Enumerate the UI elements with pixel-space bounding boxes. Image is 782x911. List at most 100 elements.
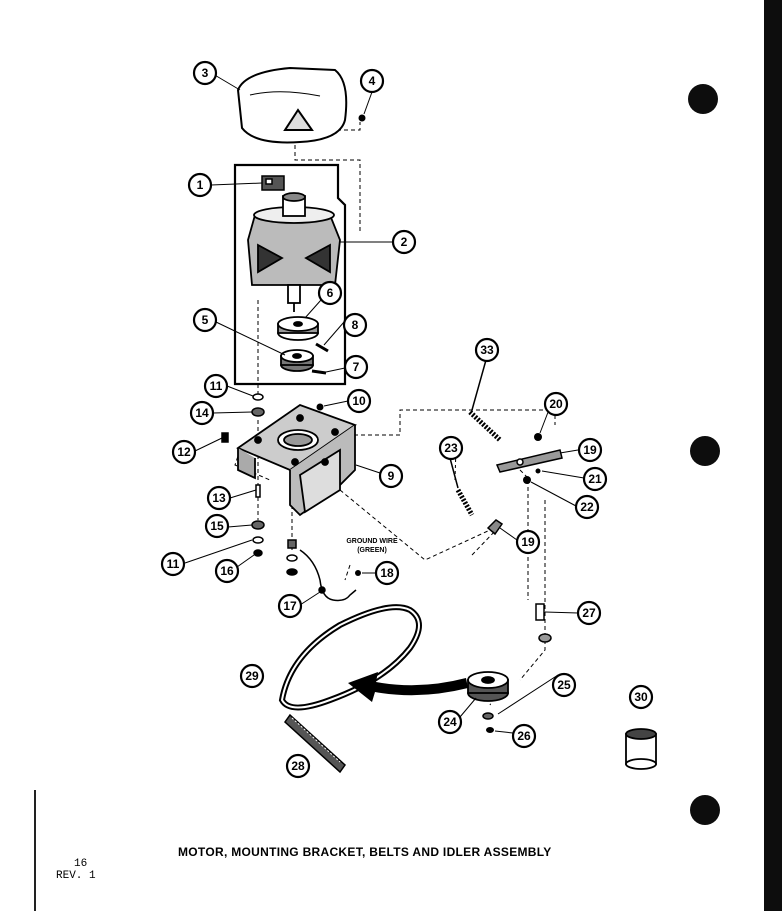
- setscrew-part-8: [315, 342, 329, 353]
- callout-16: 16: [214, 558, 240, 584]
- ground-wire-label-line2: (GREEN): [357, 547, 387, 554]
- binder-hole-bottom: [690, 795, 720, 825]
- svg-text:12: 12: [177, 445, 191, 459]
- binder-hole-top: [688, 84, 718, 114]
- callout-21: 20: [543, 391, 569, 417]
- bracket-grommets: [286, 539, 298, 576]
- callout-27: 26: [511, 723, 537, 749]
- callout-18: 18: [374, 560, 400, 586]
- key-part-7: [311, 369, 327, 375]
- grommet-hardware: [221, 393, 265, 557]
- svg-text:33: 33: [480, 343, 494, 357]
- svg-text:22: 22: [580, 500, 594, 514]
- scan-edge-right: [764, 0, 782, 911]
- callout-4: 4: [359, 68, 385, 94]
- callout-29: 28: [285, 753, 311, 779]
- callout-28: 27: [576, 600, 602, 626]
- mounting-bracket-part-9: [236, 403, 357, 517]
- callout-6: 6: [317, 280, 343, 306]
- svg-text:20: 20: [549, 397, 563, 411]
- callout-12: 12: [171, 439, 197, 465]
- callout-5: 5: [192, 307, 218, 333]
- svg-text:16: 16: [220, 564, 234, 578]
- washer-part-26b: [482, 712, 494, 720]
- nut-part-27: [486, 727, 494, 733]
- idler-spring-part-33: [468, 359, 502, 442]
- svg-text:21: 21: [588, 472, 602, 486]
- screw-part-4: [358, 114, 366, 122]
- callout-11-bottom: 11: [160, 551, 186, 577]
- callout-10: 10: [346, 388, 372, 414]
- svg-text:30: 30: [634, 690, 648, 704]
- direction-arrow: [348, 672, 468, 702]
- svg-text:11: 11: [167, 557, 180, 571]
- svg-text:24: 24: [443, 715, 457, 729]
- callout-2: 2: [391, 229, 417, 255]
- motor-cover: [236, 66, 348, 144]
- callout-22: 21: [582, 466, 608, 492]
- washer-part-26: [538, 633, 552, 643]
- callout-32: 30: [628, 684, 654, 710]
- page-number-block: 16 REV. 1: [56, 858, 96, 882]
- svg-text:7: 7: [353, 360, 360, 374]
- pulley-part-5: [280, 349, 314, 372]
- motor-part-2: [247, 192, 341, 312]
- motor-switch-part-1: [261, 175, 285, 191]
- svg-text:25: 25: [557, 678, 571, 692]
- ground-wire: [299, 549, 357, 602]
- svg-text:26: 26: [517, 729, 531, 743]
- callout-20: 19: [577, 437, 603, 463]
- callout-15: 15: [204, 513, 230, 539]
- screw-part-18: [355, 570, 361, 576]
- diagram-caption: MOTOR, MOUNTING BRACKET, BELTS AND IDLER…: [178, 845, 552, 859]
- svg-text:15: 15: [210, 519, 224, 533]
- callout-8: 8: [342, 312, 368, 338]
- drive-belt-part-30: [278, 604, 422, 711]
- svg-text:1: 1: [197, 178, 204, 192]
- svg-text:9: 9: [388, 469, 395, 483]
- bolt-part-23: [523, 476, 531, 484]
- svg-text:5: 5: [202, 313, 209, 327]
- svg-text:10: 10: [352, 394, 366, 408]
- svg-text:28: 28: [291, 759, 305, 773]
- idler-arm-part-20: [495, 449, 563, 473]
- svg-text:2: 2: [401, 235, 408, 249]
- callout-leaders: [184, 73, 585, 734]
- callout-23: 22: [574, 494, 600, 520]
- svg-text:8: 8: [352, 318, 359, 332]
- container-part-32: [625, 728, 657, 770]
- svg-text:4: 4: [369, 74, 376, 88]
- svg-text:11: 11: [210, 379, 223, 393]
- pulley-part-6: [277, 316, 319, 341]
- svg-text:3: 3: [202, 66, 209, 80]
- svg-text:27: 27: [582, 606, 596, 620]
- svg-text:23: 23: [444, 441, 458, 455]
- clip-part-19: [486, 519, 504, 536]
- nut-part-21: [534, 433, 542, 441]
- scan-edge-left: [34, 790, 36, 911]
- page-number: 16: [74, 858, 88, 870]
- callout-7: 7: [343, 354, 369, 380]
- svg-text:19: 19: [521, 535, 535, 549]
- callout-19: 1919: [515, 529, 541, 555]
- callout-25: 24: [437, 709, 463, 735]
- ground-wire-label-line1: GROUND WIRE: [346, 538, 398, 545]
- callout-30: 29: [239, 663, 265, 689]
- callout-26: 25: [551, 672, 577, 698]
- nut-part-10: [316, 403, 324, 411]
- idler-spring-part-24: [449, 457, 475, 517]
- callout-11-top: 11: [203, 373, 229, 399]
- motor-enclosure-frame: [233, 163, 347, 386]
- svg-text:13: 13: [212, 491, 226, 505]
- callout-13: 13: [206, 485, 232, 511]
- svg-text:6: 6: [327, 286, 334, 300]
- svg-text:19: 19: [583, 443, 597, 457]
- callout-14: 14: [189, 400, 215, 426]
- shaft-part-28: [535, 603, 545, 621]
- svg-text:18: 18: [380, 566, 394, 580]
- svg-text:29: 29: [245, 669, 259, 683]
- belt-part-29: [284, 713, 346, 774]
- binder-hole-middle: [690, 436, 720, 466]
- callout-9: 9: [378, 463, 404, 489]
